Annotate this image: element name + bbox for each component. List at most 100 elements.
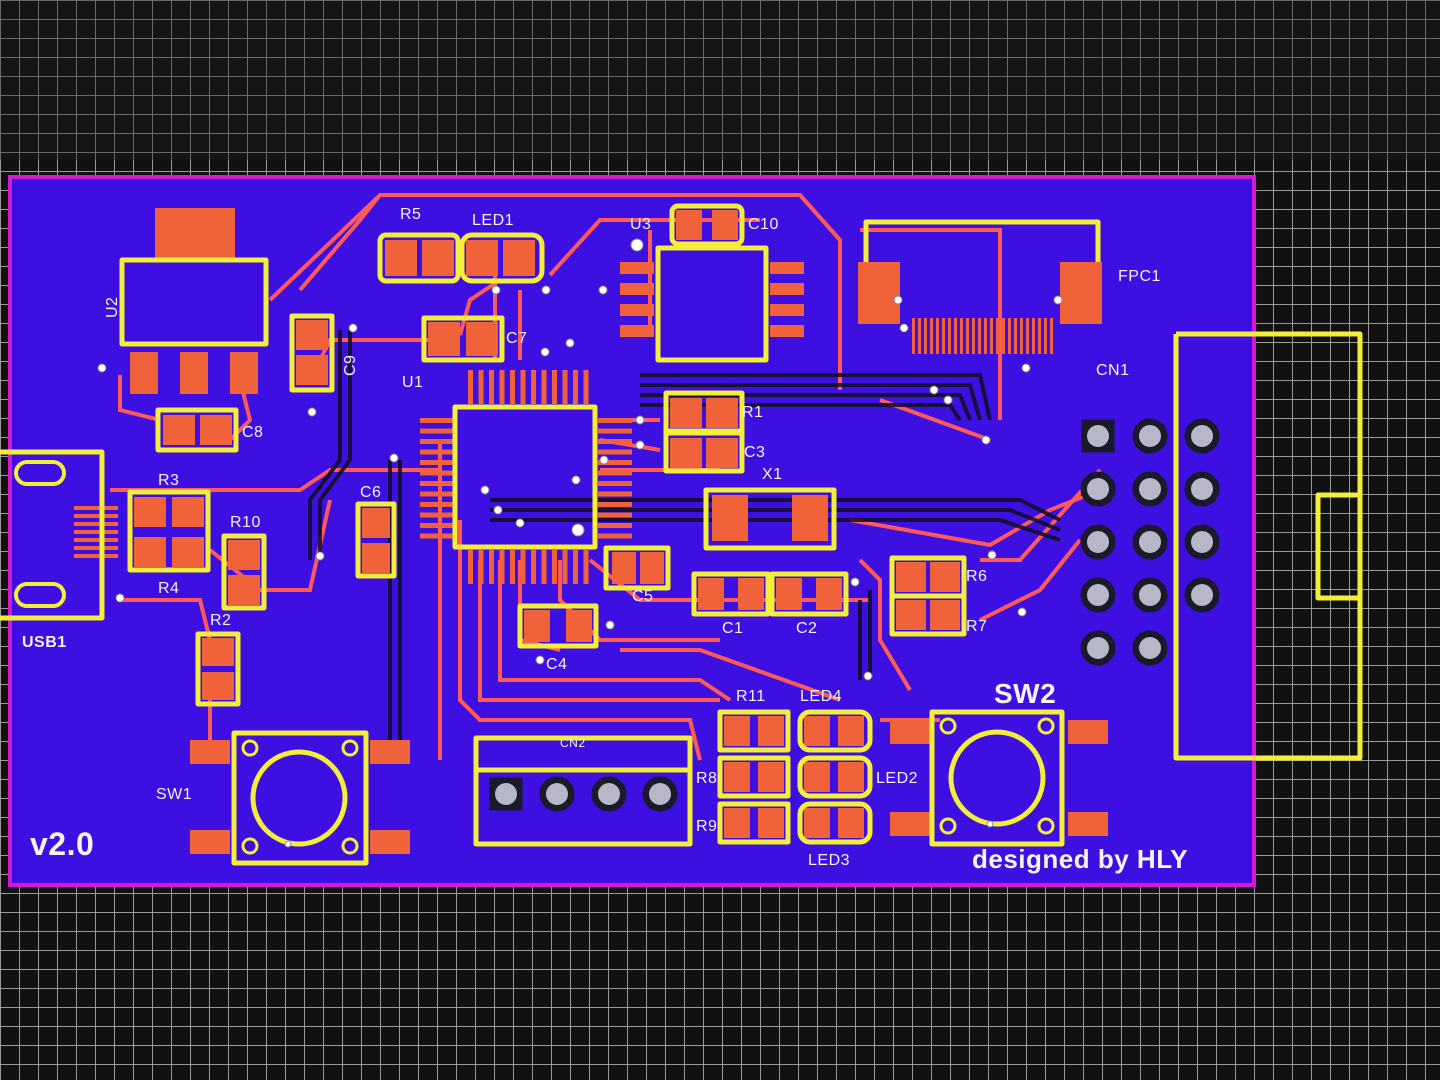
ref-r8: R8 [696, 770, 718, 787]
switch-mount-hole [1037, 817, 1055, 835]
u1-pin [420, 523, 454, 528]
u1-pin [598, 512, 632, 518]
usb-pad [74, 506, 118, 510]
ref-r11: R11 [736, 688, 766, 705]
ref-c1: C1 [722, 620, 744, 637]
usb-pad [74, 546, 118, 550]
ref-c10: C10 [748, 216, 779, 233]
ref-r2: R2 [210, 612, 232, 629]
u3-pad [620, 304, 654, 316]
ref-c3: C3 [744, 444, 766, 461]
u1-pin [531, 370, 536, 404]
u1-pin [520, 370, 526, 404]
u3-pins [620, 262, 804, 337]
fpc-pins [912, 318, 1053, 354]
fpc-pad [924, 318, 927, 354]
u1-pin [573, 550, 578, 584]
cn1-pin-drill [1139, 478, 1161, 500]
usb-pad [74, 514, 118, 518]
cn1-pin-drill [1087, 637, 1109, 659]
u3-pad [770, 304, 804, 316]
usb-pad [74, 530, 118, 534]
usb-pad [74, 554, 118, 558]
cn2-pin-drill [546, 783, 568, 805]
ref-c5: C5 [632, 588, 654, 605]
u1-pin [420, 481, 454, 486]
cn1-pin-drill [1139, 584, 1161, 606]
u1-pin [420, 533, 454, 539]
fpc-pad [1026, 318, 1029, 354]
ref-cn1: CN1 [1096, 362, 1130, 379]
fpc-pad [972, 318, 975, 354]
ref-u1: U1 [402, 374, 424, 391]
u1-pin [573, 370, 578, 404]
cn2-pin-drill [598, 783, 620, 805]
vias [97, 238, 1063, 848]
cn2-pin-drill [495, 783, 517, 805]
ref-r10: R10 [230, 514, 261, 531]
u1-pin [598, 491, 632, 497]
fpc-pad [954, 318, 957, 354]
fpc-pad [1002, 318, 1005, 354]
ref-u2: U2 [104, 296, 121, 318]
u3-pad [770, 262, 804, 274]
u1-pin [531, 550, 536, 584]
fpc-pad [978, 318, 981, 354]
ref-c8: C8 [242, 424, 264, 441]
ref-cn2: CN2 [560, 736, 586, 750]
fpc-pad [1008, 318, 1011, 354]
ref-led3: LED3 [808, 852, 851, 869]
fpc-pad [1038, 318, 1041, 354]
u1-pin [598, 470, 632, 476]
silkscreen [0, 203, 1363, 866]
fpc-pad [960, 318, 963, 354]
fpc-pad [930, 318, 933, 354]
u1-pin [478, 550, 484, 584]
fpc-pad [942, 318, 945, 354]
usb-shield-slots [14, 460, 66, 608]
u1-pin [510, 550, 515, 584]
ref-r3: R3 [158, 472, 180, 489]
ref-led1: LED1 [472, 212, 515, 229]
ref-led4: LED4 [800, 688, 843, 705]
fpc-pad [1014, 318, 1017, 354]
u1-pin [598, 439, 632, 444]
u1-pin [420, 460, 454, 465]
u1-pin [468, 370, 473, 404]
u1-pin [420, 470, 454, 476]
fpc-pad [918, 318, 921, 354]
u1-pin [598, 523, 632, 528]
u1-pins [420, 370, 632, 584]
u1-pin [499, 370, 505, 404]
designer-signature: designed by HLY [972, 844, 1189, 874]
u1-pin [541, 550, 547, 584]
u1-pin [598, 502, 632, 507]
ref-usb1: USB1 [22, 634, 67, 651]
u1-pin [552, 370, 557, 404]
switch-mount-hole [241, 837, 259, 855]
u1-pin [598, 428, 632, 434]
cn2-pin-drill [649, 783, 671, 805]
u3-pad [620, 283, 654, 295]
ref-sw2: SW2 [994, 678, 1057, 709]
fpc-pad [1044, 318, 1047, 354]
ref-led2: LED2 [876, 770, 919, 787]
cn1-pin-drill [1191, 478, 1213, 500]
u1-pin [598, 460, 632, 465]
usb-pad [74, 522, 118, 526]
fpc-pad [984, 318, 987, 354]
switch-mount-hole [1037, 717, 1055, 735]
u1-pin [598, 418, 632, 423]
ref-c4: C4 [546, 656, 568, 673]
u3-pad [770, 325, 804, 337]
fpc-pad [990, 318, 993, 354]
u1-pin [468, 550, 473, 584]
u1-pin [420, 428, 454, 434]
ref-r1: R1 [742, 404, 764, 421]
canvas-top-grid [0, 0, 1440, 160]
ref-c2: C2 [796, 620, 818, 637]
u1-pin [489, 370, 494, 404]
u1-pin [420, 512, 454, 518]
cn1-pin-drill [1191, 425, 1213, 447]
